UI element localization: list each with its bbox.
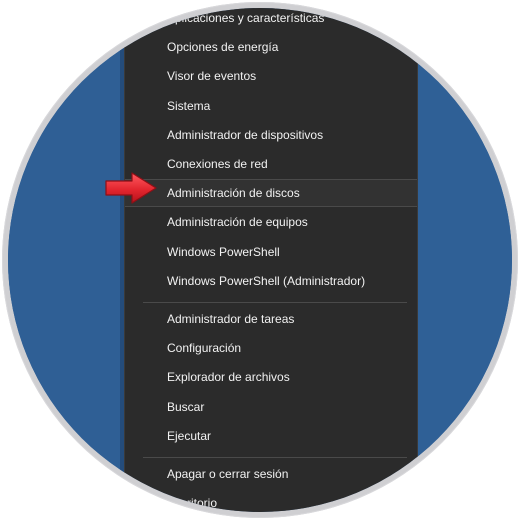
menu-item-apps-features[interactable]: Aplicaciones y características bbox=[125, 8, 417, 32]
menu-item-power-options[interactable]: Opciones de energía bbox=[125, 33, 417, 61]
menu-item-powershell-admin[interactable]: Windows PowerShell (Administrador) bbox=[125, 267, 417, 295]
menu-item-label: Administrador de tareas bbox=[167, 312, 295, 326]
menu-item-label: Ejecutar bbox=[167, 429, 212, 443]
menu-item-system[interactable]: Sistema bbox=[125, 92, 417, 120]
menu-item-disk-management[interactable]: Administración de discos bbox=[125, 179, 417, 207]
menu-item-label: Escritorio bbox=[167, 496, 218, 510]
menu-item-label: Visor de eventos bbox=[167, 69, 257, 83]
menu-item-label: Conexiones de red bbox=[167, 157, 268, 171]
menu-item-label: Administrador de dispositivos bbox=[167, 128, 324, 142]
menu-item-shutdown-signout[interactable]: Apagar o cerrar sesión › bbox=[125, 460, 417, 488]
menu-item-settings[interactable]: Configuración bbox=[125, 334, 417, 362]
taskbar-edge bbox=[120, 8, 124, 512]
menu-item-computer-management[interactable]: Administración de equipos bbox=[125, 208, 417, 236]
menu-item-label: Sistema bbox=[167, 99, 211, 113]
menu-item-network-connections[interactable]: Conexiones de red bbox=[125, 150, 417, 178]
menu-item-event-viewer[interactable]: Visor de eventos bbox=[125, 62, 417, 90]
menu-separator bbox=[143, 457, 407, 458]
menu-item-label: Apagar o cerrar sesión bbox=[167, 467, 289, 481]
menu-item-device-manager[interactable]: Administrador de dispositivos bbox=[125, 121, 417, 149]
menu-item-label: Buscar bbox=[167, 400, 205, 414]
menu-item-file-explorer[interactable]: Explorador de archivos bbox=[125, 363, 417, 391]
menu-item-label: Configuración bbox=[167, 341, 242, 355]
menu-item-search[interactable]: Buscar bbox=[125, 393, 417, 421]
chevron-right-icon: › bbox=[402, 466, 408, 482]
menu-item-label: Administración de discos bbox=[167, 186, 300, 200]
red-arrow-icon bbox=[105, 172, 157, 204]
menu-item-powershell[interactable]: Windows PowerShell bbox=[125, 238, 417, 266]
menu-item-label: Explorador de archivos bbox=[167, 370, 290, 384]
desktop-background-left bbox=[8, 8, 124, 512]
menu-separator bbox=[143, 302, 407, 303]
menu-item-desktop[interactable]: Escritorio bbox=[125, 489, 417, 512]
menu-item-task-manager[interactable]: Administrador de tareas bbox=[125, 305, 417, 333]
menu-item-label: Windows PowerShell (Administrador) bbox=[167, 274, 366, 288]
menu-item-label: Windows PowerShell bbox=[167, 245, 280, 259]
menu-item-run[interactable]: Ejecutar bbox=[125, 422, 417, 450]
menu-item-label: Administración de equipos bbox=[167, 215, 308, 229]
desktop-background-right bbox=[416, 8, 512, 512]
menu-item-label: Opciones de energía bbox=[167, 40, 279, 54]
menu-item-label: Aplicaciones y características bbox=[167, 11, 325, 25]
